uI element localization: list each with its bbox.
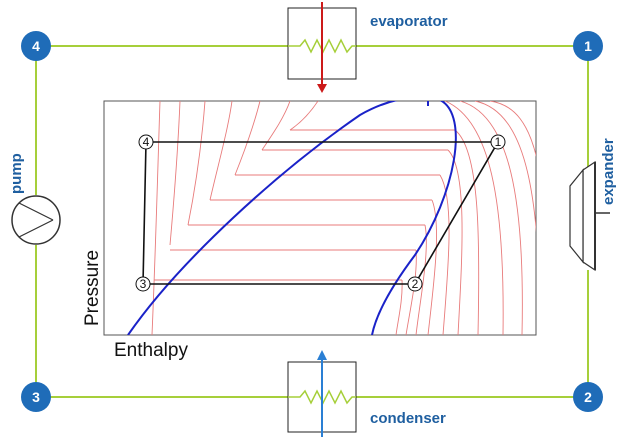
svg-text:2: 2 (584, 389, 592, 405)
cycle-point-2: 2 (407, 276, 423, 292)
condenser-heat-exchanger (287, 350, 357, 437)
ph-diagram: 1 2 3 4 Pressure Enthalpy (82, 100, 537, 361)
x-axis-label: Enthalpy (114, 340, 188, 361)
evaporator-label: evaporator (370, 13, 448, 30)
cycle-point-4: 4 (138, 134, 154, 150)
node-3: 3 (21, 382, 51, 412)
arrow-up-icon (317, 350, 327, 360)
svg-text:4: 4 (143, 135, 150, 149)
heat-exchanger-icon (288, 38, 356, 54)
saturation-dome (127, 101, 457, 335)
pump-label: pump (8, 153, 25, 194)
node-1: 1 (573, 31, 603, 61)
cycle-point-1: 1 (490, 134, 506, 150)
expander-icon (569, 160, 610, 272)
condenser-label: condenser (370, 410, 446, 427)
svg-text:1: 1 (584, 38, 592, 54)
isotherms (151, 101, 536, 335)
svg-text:4: 4 (32, 38, 40, 54)
arrow-down-icon (317, 84, 327, 93)
node-4: 4 (21, 31, 51, 61)
expander-label: expander (600, 138, 617, 205)
svg-text:2: 2 (412, 277, 419, 291)
evaporator-heat-exchanger (287, 2, 357, 93)
heat-exchanger-icon (288, 389, 356, 405)
pump-icon (11, 195, 61, 245)
y-axis-label: Pressure (82, 250, 103, 326)
svg-text:3: 3 (32, 389, 40, 405)
node-2: 2 (573, 382, 603, 412)
svg-text:1: 1 (495, 135, 502, 149)
svg-text:3: 3 (140, 277, 147, 291)
cycle-point-3: 3 (135, 276, 151, 292)
pipe-loop (35, 45, 589, 398)
